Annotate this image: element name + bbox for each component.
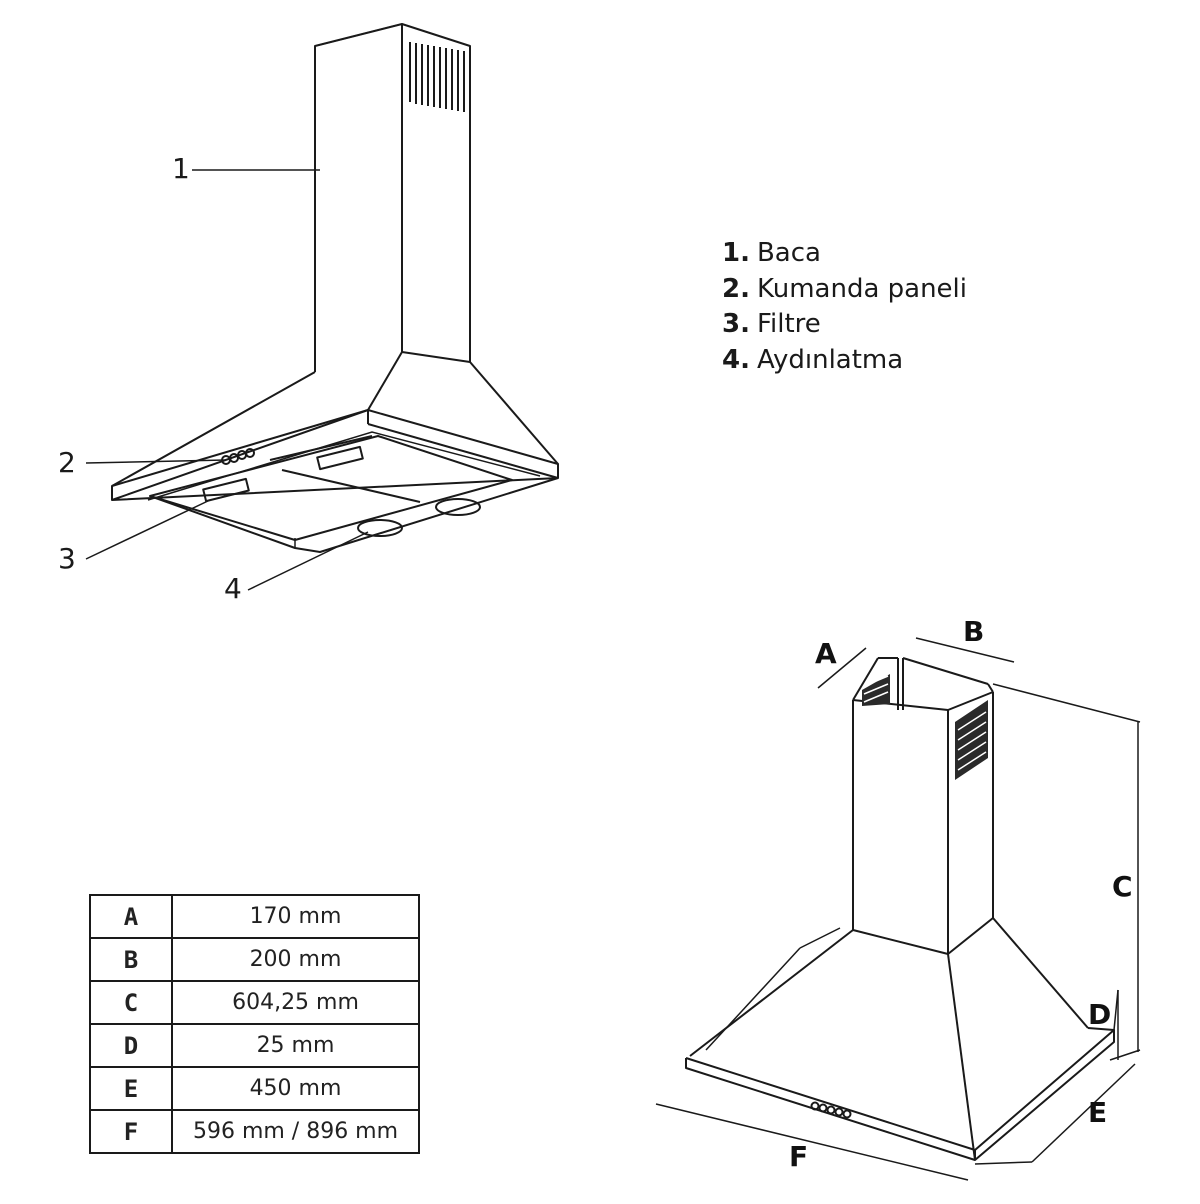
lamps bbox=[357, 498, 481, 537]
legend-item: 3.Filtre bbox=[722, 307, 1042, 343]
legend-number: 2. bbox=[722, 273, 750, 304]
dim-vent-grille-right bbox=[955, 700, 988, 780]
legend-number: 4. bbox=[722, 344, 750, 375]
dim-value: 450 mm bbox=[171, 1066, 420, 1111]
dim-label-d: D bbox=[1088, 998, 1111, 1031]
legend-number: 1. bbox=[722, 238, 750, 268]
dim-canopy bbox=[689, 917, 1089, 1161]
callout-3: 3 bbox=[58, 542, 76, 575]
dim-control-buttons bbox=[810, 1101, 852, 1119]
dim-key: D bbox=[89, 1023, 173, 1068]
hood-dimension-drawing: A B C D E F bbox=[655, 615, 1141, 1181]
legend-item: 1.Baca bbox=[722, 236, 1042, 272]
parts-legend: 1.Baca 2.Kumanda paneli 3.Filtre 4.Aydın… bbox=[722, 236, 1042, 378]
dim-key: F bbox=[89, 1109, 173, 1154]
dim-key: C bbox=[89, 980, 173, 1025]
dim-label-b: B bbox=[963, 615, 984, 648]
callout-1: 1 bbox=[172, 152, 190, 185]
underside-tray bbox=[147, 431, 559, 553]
legend-label: Kumanda paneli bbox=[756, 273, 967, 304]
chimney-vent-grille bbox=[409, 42, 465, 112]
dim-value: 25 mm bbox=[171, 1023, 420, 1068]
dim-label-f: F bbox=[789, 1140, 808, 1173]
dim-vent-grille-left bbox=[862, 674, 890, 706]
dim-label-e: E bbox=[1088, 1096, 1107, 1129]
dim-value: 604,25 mm bbox=[171, 980, 420, 1025]
legend-label: Baca bbox=[756, 238, 821, 268]
dim-value: 200 mm bbox=[171, 937, 420, 982]
callout-leaders bbox=[85, 169, 369, 591]
dim-key: B bbox=[89, 937, 173, 982]
legend-label: Filtre bbox=[756, 309, 821, 339]
dim-label-c: C bbox=[1112, 870, 1133, 903]
callout-4: 4 bbox=[224, 572, 242, 605]
dim-value: 596 mm / 896 mm bbox=[171, 1109, 420, 1154]
legend-item: 2.Kumanda paneli bbox=[722, 272, 1042, 308]
legend-label: Aydınlatma bbox=[756, 344, 904, 375]
legend-item: 4.Aydınlatma bbox=[722, 343, 1042, 379]
dimension-lines bbox=[655, 637, 1141, 1181]
grease-filters bbox=[149, 435, 513, 541]
callout-2: 2 bbox=[58, 446, 76, 479]
chimney bbox=[314, 23, 471, 372]
legend-number: 3. bbox=[722, 309, 750, 339]
dim-base-rim bbox=[685, 1027, 1115, 1161]
dim-value: 170 mm bbox=[171, 894, 420, 939]
dim-label-a: A bbox=[815, 637, 837, 670]
dim-key: A bbox=[89, 894, 173, 939]
hood-perspective-drawing: 1 2 3 4 bbox=[58, 23, 559, 605]
canopy bbox=[111, 351, 559, 501]
dim-key: E bbox=[89, 1066, 173, 1111]
